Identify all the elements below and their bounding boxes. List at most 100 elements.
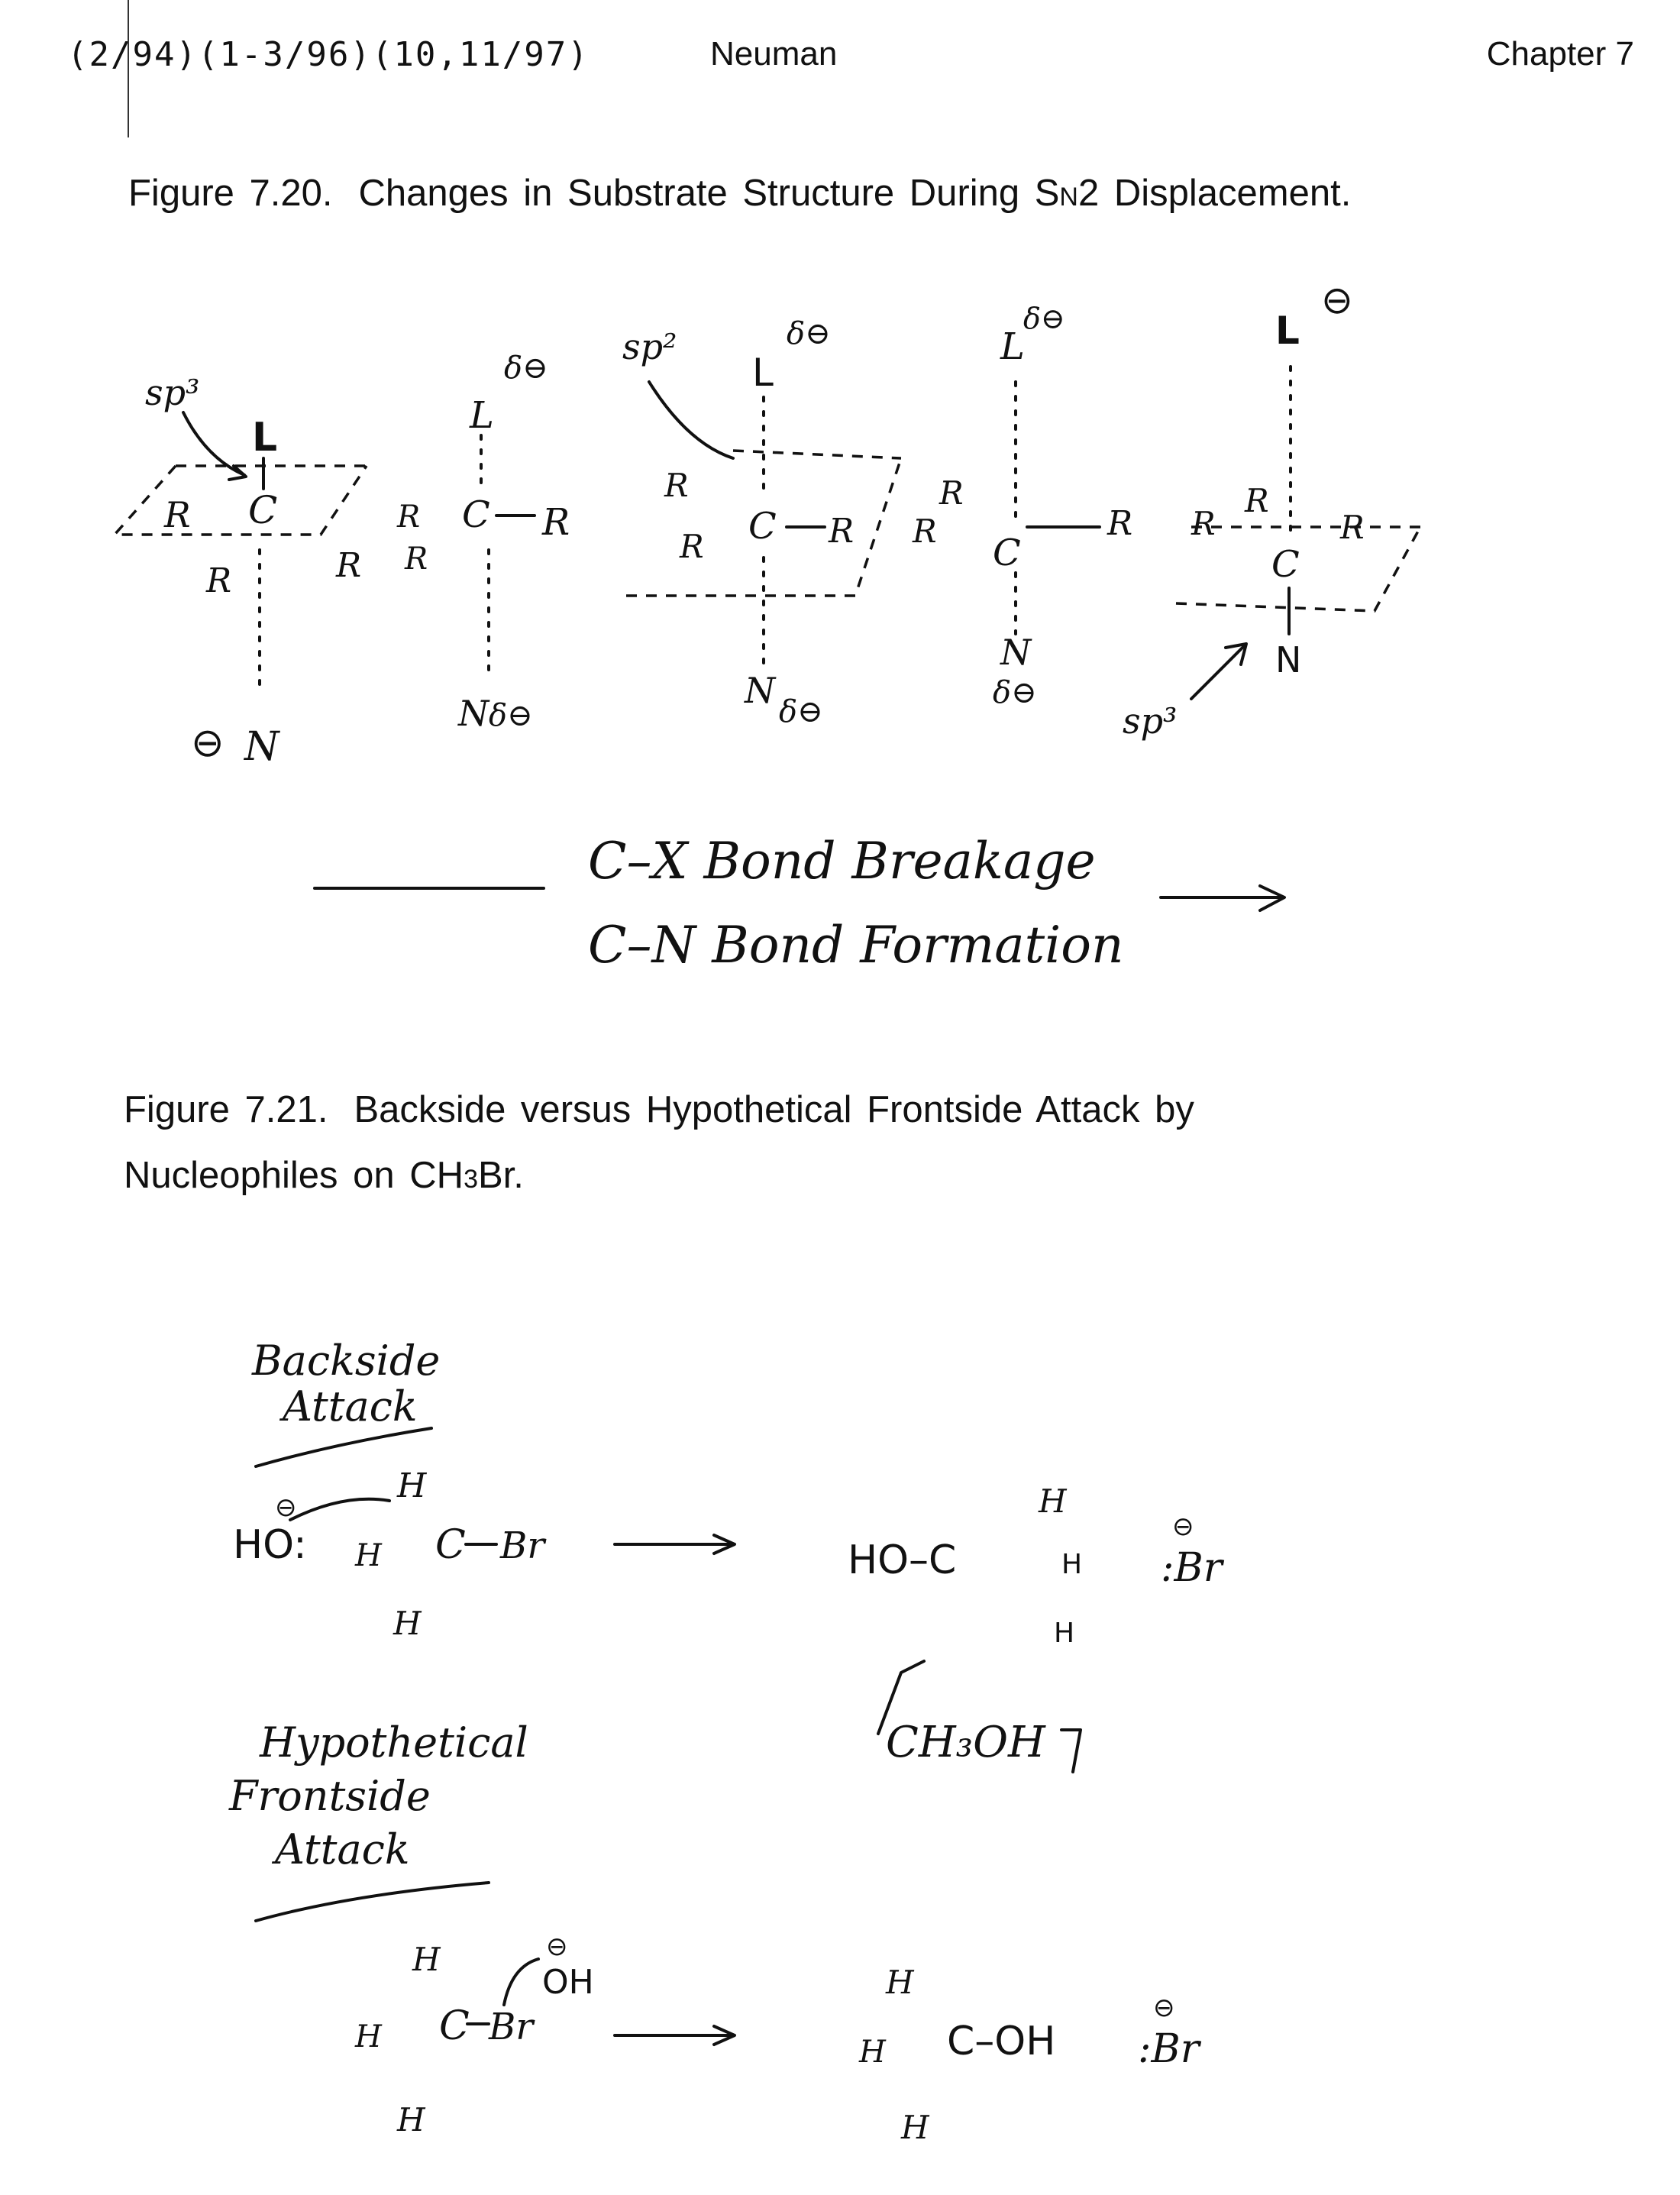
header-author: Neuman — [710, 35, 838, 73]
figure-7-21-caption: Figure 7.21. Backside versus Hypothetical… — [124, 1077, 1575, 1212]
h-top-1: H — [396, 1466, 428, 1505]
backside-underline — [254, 1427, 433, 1468]
h-left-1: H — [354, 1538, 383, 1573]
bromine-1: Br — [499, 1524, 547, 1567]
r-group-3c: R — [828, 512, 854, 551]
stage-4: L δ⊖ R R C R N δ⊖ — [912, 302, 1132, 710]
figure-7-21-title-c: Br. — [477, 1155, 524, 1196]
r-group-5c: R — [1339, 509, 1365, 546]
r-group-1a: R — [163, 494, 191, 535]
r-group-5b: R — [1244, 482, 1269, 519]
figure-7-21-title-a: Backside versus Hypothetical Frontside A… — [354, 1089, 1194, 1130]
nucleophile-2: N — [457, 693, 490, 734]
sp3-pointer-right — [1190, 644, 1246, 700]
nucleophile-4: N — [1000, 632, 1032, 673]
r-group-2b: R — [541, 501, 570, 544]
r-group-3a: R — [664, 467, 689, 504]
figure-7-20-caption: Figure 7.20. Changes in Substrate Structu… — [128, 160, 1351, 230]
carbon-2: C — [462, 493, 490, 536]
frontside-label-3: Attack — [271, 1825, 410, 1873]
nucleophile-charge-3: δ⊖ — [779, 694, 823, 729]
backside-label-2: Attack — [279, 1382, 418, 1430]
attack-arrow-3 — [502, 1957, 540, 2006]
plane-3 — [626, 449, 903, 597]
methanol: CH₃OH — [886, 1718, 1046, 1767]
h-right-2: H — [1061, 1549, 1082, 1580]
nucleophile-charge-1: ⊖ — [191, 720, 225, 766]
r-group-3b: R — [679, 528, 704, 565]
r-group-1c: R — [335, 546, 361, 585]
reaction-progress-arrowhead — [1258, 884, 1286, 912]
frontside-label-2: Frontside — [228, 1772, 431, 1820]
r-group-2c: R — [404, 541, 428, 577]
carbon-5: C — [1271, 543, 1300, 586]
sp3-label-left: sp³ — [145, 372, 200, 413]
carbon-3: C — [748, 505, 777, 548]
leaving-charge-5: ⊖ — [1321, 278, 1353, 322]
sp3-pointer-right-head — [1224, 642, 1248, 666]
nucleophile-charge-2: δ⊖ — [489, 698, 533, 733]
leaving-group-3: L — [752, 351, 774, 395]
leaving-charge-3: δ⊖ — [787, 316, 831, 351]
reaction-arrowhead-3 — [712, 2025, 736, 2046]
r-group-4b: R — [939, 474, 964, 512]
nucleophile-charge-4: δ⊖ — [993, 675, 1037, 710]
product-front: C–OH — [947, 2019, 1055, 2064]
leaving-charge-2: δ⊖ — [504, 351, 548, 386]
nucleophile-5: N — [1275, 639, 1301, 680]
nucleophile-3: N — [744, 670, 777, 711]
leaving-group-2: L — [469, 394, 494, 437]
r-group-5a: R — [1191, 505, 1216, 542]
reaction-arrowhead-1 — [712, 1534, 736, 1555]
attack-arrow-1 — [289, 1497, 391, 1521]
figure-7-21-number: Figure 7.21. — [124, 1089, 328, 1130]
leaving-charge-4: δ⊖ — [1023, 302, 1065, 335]
h-bottom-4: H — [900, 2109, 930, 2146]
figure-7-20-title-a: Changes in Substrate Structure During S — [358, 173, 1060, 214]
bromide-charge-1: ⊖ — [1172, 1511, 1194, 1542]
figure-7-21-title-b: Nucleophiles on CH — [124, 1155, 464, 1196]
plane-1 — [111, 464, 368, 536]
hydroxide-charge-3: ⊖ — [546, 1932, 568, 1962]
figure-7-20-title-b: 2 Displacement. — [1077, 173, 1352, 214]
header-dates: (2/94)(1-3/96)(10,11/97) — [67, 35, 590, 74]
h-bottom-3: H — [396, 2101, 426, 2138]
equivalence-arrow-down — [1060, 1728, 1082, 1773]
leaving-group-4: L — [1000, 325, 1025, 368]
oh-attacking: OH — [542, 1963, 594, 2002]
h-left-3: H — [354, 2019, 383, 2054]
stage-2: L δ⊖ R C R R N δ⊖ — [396, 351, 570, 734]
r-group-2a: R — [396, 499, 420, 535]
bromide-4: :Br — [1138, 2026, 1202, 2072]
sp2-label: sp² — [622, 326, 677, 367]
backside-label-1: Backside — [251, 1337, 440, 1385]
h-bottom-2: H — [1054, 1618, 1074, 1649]
plane-5 — [1175, 525, 1422, 613]
carbon-4: C — [993, 532, 1021, 574]
leaving-group-1: L — [252, 415, 277, 461]
stage-3-transition-state: sp² L δ⊖ R R C R N δ⊖ — [622, 316, 903, 729]
bromide-1: :Br — [1161, 1545, 1225, 1591]
annotation-formation: C–N Bond Formation — [588, 916, 1123, 975]
sp3-label-right: sp³ — [1123, 700, 1178, 742]
h-top-4: H — [885, 1964, 915, 2001]
carbon-front-1: C — [439, 2003, 470, 2049]
r-group-4c: R — [1107, 504, 1132, 543]
r-group-4a: R — [912, 512, 937, 550]
h-top-2: H — [1038, 1482, 1068, 1520]
sp3-pointer-head — [228, 464, 247, 481]
bromine-3: Br — [488, 2006, 535, 2048]
backside-attack: Backside Attack ⊖ HO: H H C Br H HO–C H … — [233, 1337, 1225, 1773]
stage-5-product: L ⊖ R R R C N sp³ — [1123, 278, 1422, 742]
product-back: HO–C — [848, 1537, 956, 1583]
sp3-pointer-arrow — [182, 411, 246, 477]
equivalence-arrow-up — [877, 1660, 926, 1735]
hydroxide-1: HO: — [233, 1522, 307, 1568]
figure-7-20-number: Figure 7.20. — [128, 173, 333, 214]
figure-7-20-title-sub: N — [1059, 183, 1078, 212]
stage-1-reactant: sp³ L R C R R ⊖ N — [111, 372, 368, 770]
frontside-attack: Hypothetical Frontside Attack H H C Br ⊖… — [228, 1718, 1202, 2146]
frontside-underline — [254, 1881, 490, 1922]
